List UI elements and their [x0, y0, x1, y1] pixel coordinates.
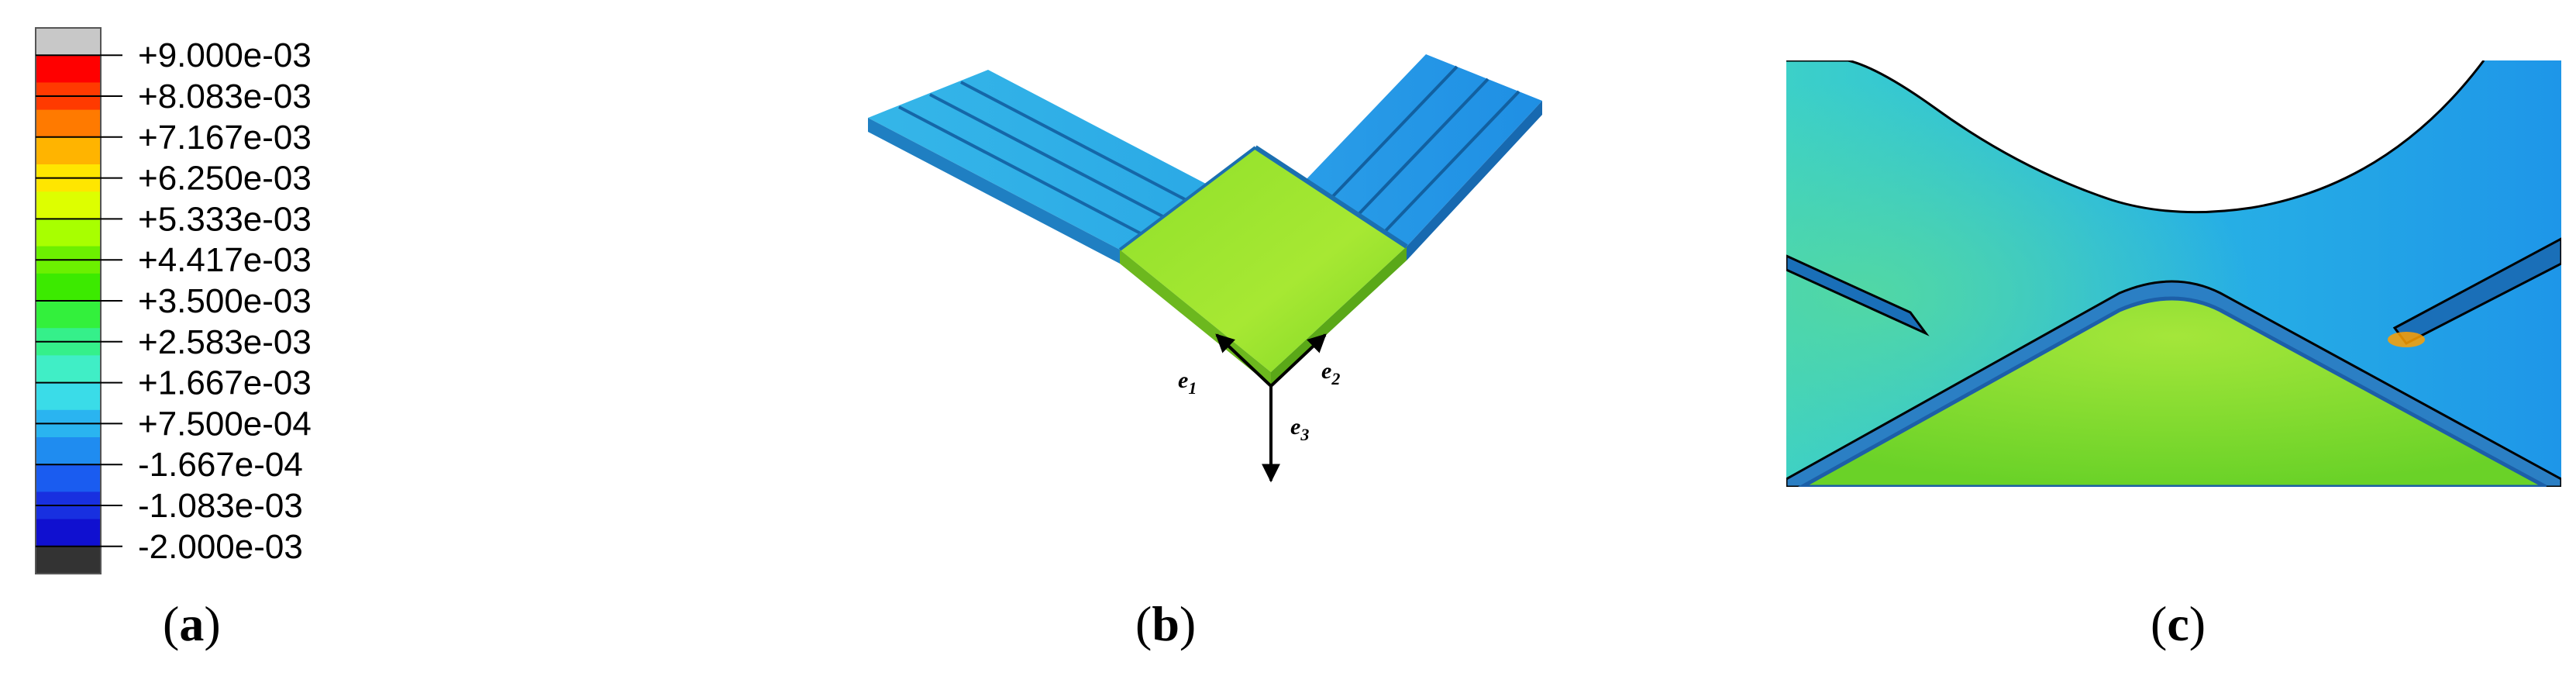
legend-swatch: [36, 55, 101, 83]
legend-value-label: +2.583e-03: [138, 323, 312, 361]
legend-value-label: +4.417e-03: [138, 241, 312, 279]
legend-labels: +9.000e-03 +8.083e-03+7.167e-03+6.250e-03…: [138, 36, 312, 566]
legend-value-label: -1.667e-04: [138, 446, 303, 484]
left-arm: [868, 70, 1240, 264]
legend-value-label: +7.167e-03: [138, 119, 312, 157]
legend-swatch: [36, 301, 101, 329]
axis-e2-label: e2: [1321, 358, 1340, 388]
legend-swatch: [36, 437, 101, 465]
color-legend: +9.000e-03 +8.083e-03+7.167e-03+6.250e-03…: [35, 27, 312, 574]
legend-swatch: [36, 382, 101, 411]
legend-swatch: [36, 355, 101, 384]
legend-value-label: +5.333e-03: [138, 200, 312, 238]
legend-value-label: +6.250e-03: [138, 160, 312, 198]
legend-value-label: +7.500e-04: [138, 405, 312, 443]
legend-swatch: [36, 273, 101, 302]
zoomed-detail-view: [1786, 60, 2561, 487]
axis-e3-label: e3: [1290, 414, 1309, 444]
legend-swatch: [36, 546, 101, 574]
panel-label-b: (b): [1135, 596, 1197, 651]
panel-label-c: (c): [2151, 596, 2206, 651]
coordinate-axes: e1 e2 e3: [1178, 333, 1340, 483]
legend-swatch: [36, 28, 101, 56]
legend-swatch: [36, 464, 101, 492]
legend-value-label: +9.000e-03: [138, 36, 312, 74]
right-arm: [1286, 54, 1542, 260]
legend-value-label: +1.667e-03: [138, 364, 312, 402]
legend-swatch: [36, 519, 101, 547]
legend-swatch: [36, 109, 101, 138]
legend-value-label: -2.000e-03: [138, 528, 303, 566]
legend-swatch: [36, 191, 101, 219]
legend-value-label: +3.500e-03: [138, 282, 312, 320]
panel-label-a: (a): [163, 596, 221, 651]
legend-swatch: [36, 136, 101, 165]
legend-swatch: [36, 219, 101, 247]
legend-value-label: -1.083e-03: [138, 487, 303, 525]
legend-ticks: [36, 54, 122, 547]
plate-3d-view: e1 e2 e3: [868, 54, 1542, 483]
legend-value-label: +8.083e-03: [138, 78, 312, 116]
axis-e1-label: e1: [1178, 367, 1197, 398]
